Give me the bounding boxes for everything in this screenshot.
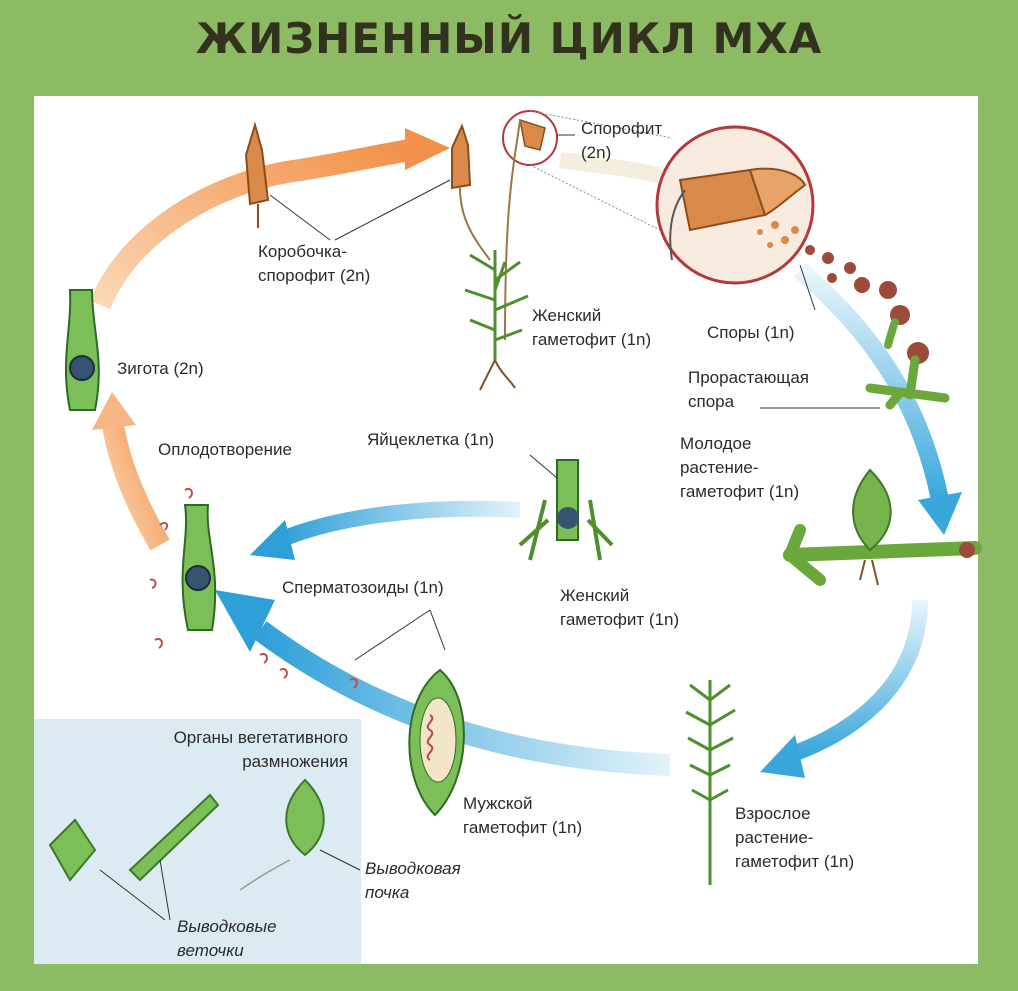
arrow-zygote-to-sporophyte (89, 139, 412, 310)
label-sporophyte: Спорофит (2n) (581, 119, 663, 162)
arrow-fertilization-to-zygote (101, 418, 170, 551)
arrow-female-to-fertilization (276, 500, 521, 548)
arrow-sporophyte-to-zoom (559, 152, 673, 186)
label-young-gametophyte: Молодое растение- гаметофит (1n) (680, 434, 800, 501)
label-brood-branches: Выводковые веточки (177, 917, 277, 960)
spore-dots (757, 221, 799, 248)
label-adult-gametophyte: Взрослое растение- гаметофит (1n) (735, 804, 855, 871)
zygote-archegonium (65, 289, 100, 411)
brood-branches (48, 793, 220, 882)
arrowhead-to-adult (760, 735, 805, 778)
female-gametophyte-top (464, 250, 529, 360)
female-gametophyte-mid (518, 459, 614, 561)
label-brood-bud: Выводковая почка (365, 859, 461, 902)
arrowhead-to-plant (405, 128, 450, 170)
spores-outside (805, 245, 897, 299)
arrow-spores-to-young-plant (794, 263, 949, 502)
label-female-gametophyte-top: Женский гаметофит (1n) (532, 306, 652, 349)
label-female-gametophyte-mid: Женский гаметофит (1n) (560, 586, 680, 629)
label-male-gametophyte: Мужской гаметофит (1n) (463, 794, 583, 837)
label-sperm: Сперматозоиды (1n) (282, 578, 444, 597)
adult-gametophyte (685, 680, 736, 885)
arrowhead-to-young-plant (918, 492, 962, 535)
sperm-cells (149, 488, 358, 689)
capsule-sporophyte (244, 121, 270, 206)
diagram-title: ЖИЗНЕННЫЙ ЦИКЛ МХА (195, 14, 823, 63)
arrow-young-to-adult (787, 599, 928, 763)
fertilization-archegonium (181, 504, 217, 631)
brood-bud (285, 778, 325, 857)
arrowhead-to-zygote (92, 392, 136, 430)
young-gametophyte (782, 468, 982, 586)
label-germinating-spore: Прорастающая спора (688, 368, 809, 411)
label-capsule-sporophyte: Коробочка- спорофит (2n) (258, 242, 371, 285)
label-zygote: Зигота (2n) (117, 359, 204, 378)
label-vegetative-organs: Органы вегетативного размножения (173, 728, 348, 771)
arrowhead-female (250, 520, 295, 560)
label-fertilization: Оплодотворение (158, 440, 292, 459)
label-spores: Споры (1n) (707, 323, 795, 342)
male-antheridium (408, 668, 465, 817)
label-egg: Яйцеклетка (1n) (367, 430, 495, 449)
arrowhead-male (215, 590, 275, 652)
